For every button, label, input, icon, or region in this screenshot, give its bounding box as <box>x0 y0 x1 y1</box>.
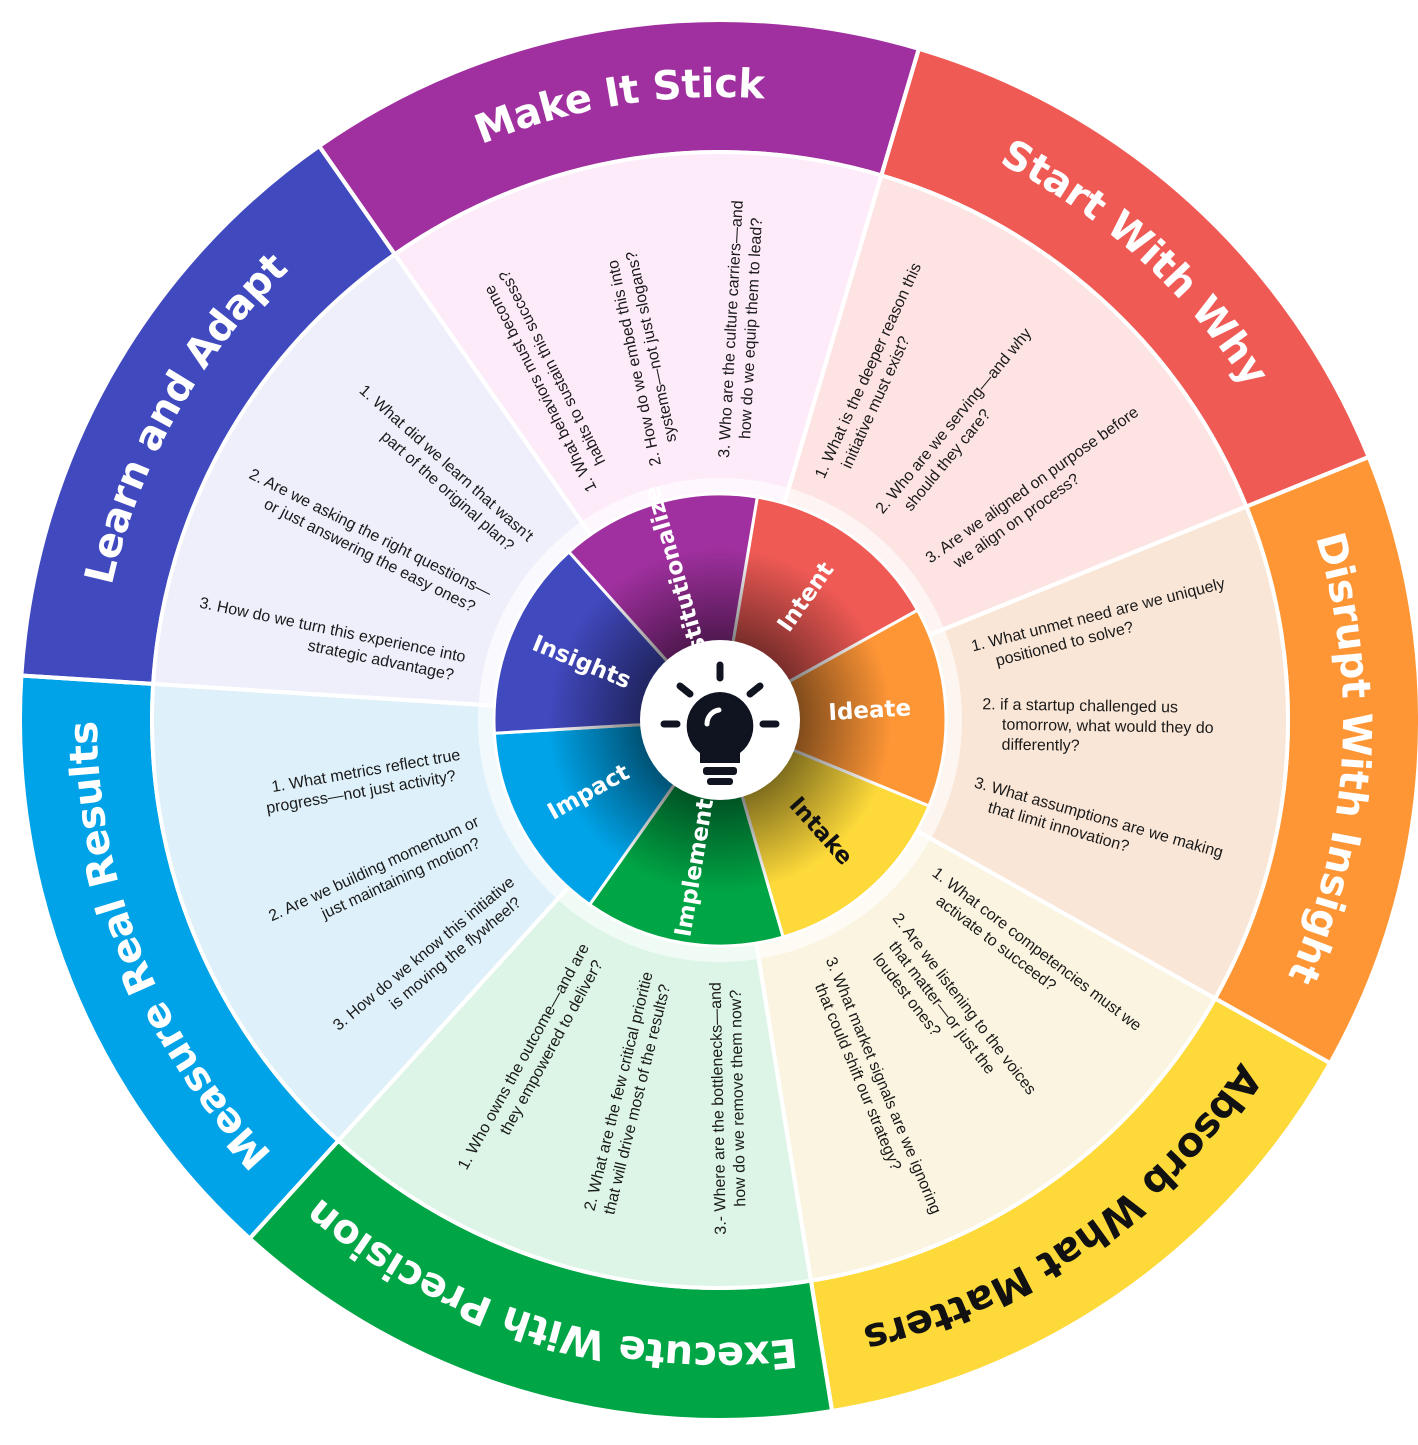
question: 3.- Where are the bottlenecks—andhow do … <box>708 982 750 1235</box>
question-line: 2. if a startup challenged us <box>982 696 1178 716</box>
question-text: 2. if a startup challenged ustomorrow, w… <box>981 696 1214 757</box>
question-panel-disrupt-with-insight <box>715 503 1290 1002</box>
question-line: differently? <box>1001 737 1079 755</box>
question-text: 3.- Where are the bottlenecks—andhow do … <box>708 982 750 1235</box>
lightbulb-icon <box>640 640 800 800</box>
question-line: 3.- Where are the bottlenecks—and <box>708 982 730 1235</box>
question-line: how do we remove them now? <box>728 989 750 1206</box>
question: 2. if a startup challenged ustomorrow, w… <box>981 696 1214 757</box>
question-line: tomorrow, what would they do <box>1002 717 1214 737</box>
inner-label-ideate: Ideate <box>828 695 912 726</box>
